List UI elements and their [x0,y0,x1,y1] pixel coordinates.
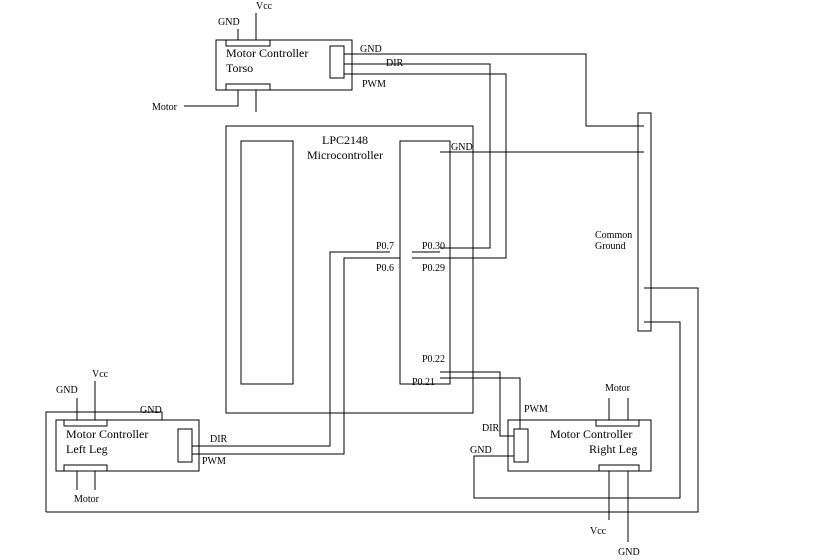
mcu: LPC2148 Microcontroller GND P0.7 P0.30 P… [225,125,474,414]
mcu-gnd-label: GND [451,142,473,153]
torso-motor-wire-a [184,90,239,107]
wire-torso-gnd-to-common [344,53,644,127]
wire-torso-dir-to-p030 [344,63,491,249]
torso-vcc-label: Vcc [256,1,273,12]
torso-gnd-label: GND [218,17,240,28]
wire-p06-to-left-pwm [192,257,400,455]
mcu-p07-label: P0.7 [376,241,394,252]
wire-p021-to-right-pwm [440,377,521,429]
torso-title-line1: Motor Controller [226,46,308,60]
mcu-title-line2: Microcontroller [307,148,383,162]
wire-p07-to-left-dir [192,251,390,447]
mcu-left-header [240,140,294,385]
right-leg-vcc-label: Vcc [590,526,607,537]
torso-motor-label: Motor [152,102,178,113]
left-leg-dir-label: DIR [210,434,228,445]
right-leg-pwm-label: PWM [524,404,548,415]
left-leg-motor-connector [63,464,108,472]
torso-controller: Motor Controller Torso GND Vcc GND DIR P… [152,1,404,113]
common-ground-line1: Common [595,230,632,241]
torso-signal-connector [329,45,345,79]
right-leg-dir-label: DIR [482,423,500,434]
right-leg-motor-label: Motor [605,383,631,394]
left-leg-controller: Motor Controller Left Leg GND Vcc GND DI… [55,369,228,505]
mcu-p022-label: P0.22 [422,354,445,365]
left-leg-power-connector [63,419,108,427]
wire-torso-pwm-to-p029 [344,73,507,259]
torso-controller-box [215,39,353,91]
wire-right-gnd-to-common [473,321,681,499]
mcu-right-header [399,140,451,385]
right-leg-controller: Motor Controller Right Leg Motor PWM DIR… [470,383,652,558]
mcu-board [225,125,474,414]
left-leg-motor-label: Motor [74,494,100,505]
right-leg-gnd-left-label: GND [470,445,492,456]
right-leg-title-line1: Motor Controller [550,427,632,441]
mcu-p029-label: P0.29 [422,263,445,274]
mcu-p021-label: P0.21 [412,377,435,388]
right-leg-power-connector [598,464,640,472]
common-ground: Common Ground [595,112,652,332]
right-leg-motor-connector [595,419,640,427]
common-ground-line2: Ground [595,241,626,252]
torso-motor-connector [225,83,271,91]
torso-pwm-label: PWM [362,79,386,90]
left-leg-title-line2: Left Leg [66,442,108,456]
right-leg-signal-connector [513,428,529,463]
right-leg-title-line2: Right Leg [589,442,637,456]
right-leg-controller-box [507,419,652,472]
left-leg-gnd-right-label: GND [140,405,162,416]
mcu-title-line1: LPC2148 [322,133,368,147]
left-leg-vcc-label: Vcc [92,369,109,380]
left-leg-gnd-label: GND [56,385,78,396]
wire-p022-to-right-dir [440,371,514,437]
torso-gnd-right-label: GND [360,44,382,55]
torso-title-line2: Torso [226,61,253,75]
mcu-p06-label: P0.6 [376,263,394,274]
wire-left-gnd-loop [45,411,163,512]
right-leg-gnd-bottom-label: GND [618,547,640,558]
left-leg-title-line1: Motor Controller [66,427,148,441]
left-leg-signal-connector [177,428,193,463]
mcu-p030-label: P0.30 [422,241,445,252]
left-leg-pwm-label: PWM [202,456,226,467]
wire-left-gnd-to-common [46,287,699,513]
torso-power-connector [225,39,271,47]
common-ground-bar [637,112,652,332]
